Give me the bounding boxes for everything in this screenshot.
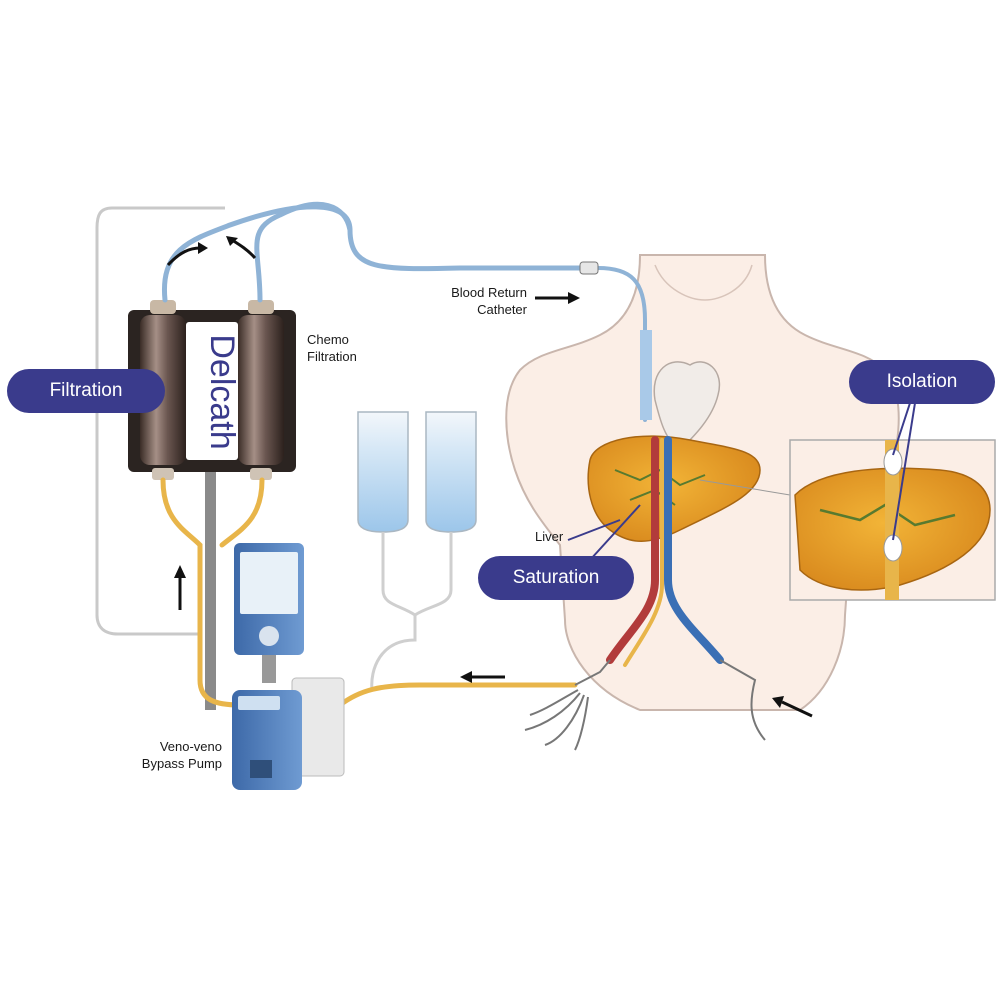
chemo-filtration-label: Chemo Filtration	[307, 332, 357, 364]
saturation-pill: Saturation	[478, 556, 634, 600]
jugular-catheter	[719, 659, 766, 741]
filtration-cartridges	[128, 300, 296, 480]
blood-return-tubing	[161, 201, 647, 422]
delcath-logo: Delcath	[203, 334, 241, 449]
catheter-connector	[579, 261, 599, 275]
venous-tubing	[160, 477, 578, 708]
stand-pole	[205, 470, 216, 710]
isolation-pill: Isolation	[849, 360, 995, 404]
bypass-pump	[232, 677, 345, 790]
liver-label: Liver	[535, 529, 564, 544]
major-vessels	[606, 436, 724, 667]
stand-frame	[95, 206, 225, 636]
filtration-pill: Filtration	[7, 369, 165, 413]
pump-monitor	[234, 543, 304, 683]
isolation-inset	[699, 439, 996, 601]
pump-label: Veno-veno Bypass Pump	[141, 739, 222, 771]
flow-arrows	[166, 236, 813, 718]
femoral-catheter-hub	[524, 659, 611, 751]
blood-return-label: Blood Return Catheter	[451, 285, 527, 317]
leader-lines	[567, 402, 916, 561]
iv-bags	[357, 411, 477, 691]
